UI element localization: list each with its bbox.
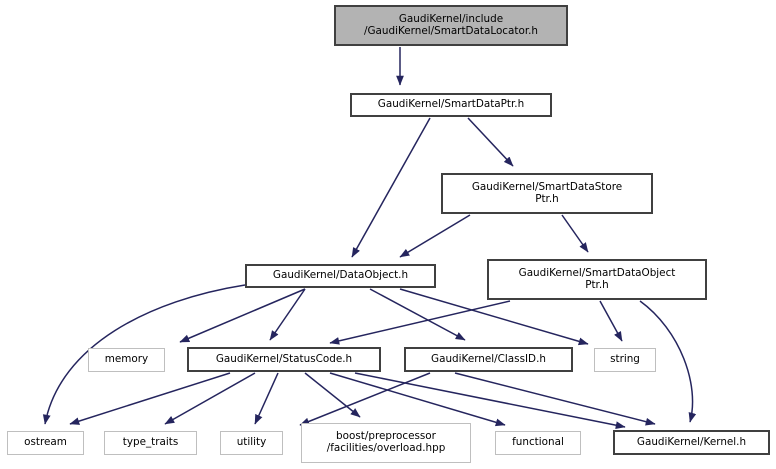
node-statuscode[interactable]: GaudiKernel/StatusCode.h (187, 347, 381, 372)
node-smartdataobjectptr[interactable]: GaudiKernel/SmartDataObject Ptr.h (487, 259, 707, 300)
edge-smartdataobjectptr-to-statuscode (329, 300, 511, 345)
node-label: GaudiKernel/SmartDataPtr.h (377, 98, 525, 111)
edge-dataobject-to-statuscode (269, 288, 306, 341)
edge-dataobject-to-string (399, 288, 589, 346)
node-label: utility (236, 436, 267, 449)
node-smartdataptr[interactable]: GaudiKernel/SmartDataPtr.h (350, 93, 552, 117)
node-label: type_traits (122, 436, 179, 449)
edge-smartdataptr-to-dataobject (351, 117, 431, 258)
edge-statuscode-to-kernel (354, 372, 626, 430)
node-memory[interactable]: memory (88, 348, 165, 372)
edge-statuscode-to-functional (329, 372, 506, 427)
node-label: string (610, 353, 640, 366)
edge-smartdatastoreptr-to-smartdataobjectptr (561, 214, 589, 253)
edge-classid-to-functional (299, 372, 431, 426)
node-label: GaudiKernel/include /GaudiKernel/SmartDa… (363, 12, 539, 37)
node-type_traits[interactable]: type_traits (104, 431, 197, 455)
node-string[interactable]: string (594, 348, 656, 372)
edge-statuscode-to-type_traits (164, 372, 256, 425)
edge-dataobject-to-classid (369, 288, 466, 341)
node-label: boost/preprocessor /facilities/overload.… (326, 430, 446, 454)
node-label: GaudiKernel/ClassID.h (431, 352, 546, 365)
node-label: functional (512, 436, 564, 449)
node-classid[interactable]: GaudiKernel/ClassID.h (404, 347, 573, 372)
edge-statuscode-to-ostream (69, 372, 231, 425)
node-smartdatalocator[interactable]: GaudiKernel/include /GaudiKernel/SmartDa… (334, 5, 568, 46)
node-overload[interactable]: boost/preprocessor /facilities/overload.… (301, 423, 471, 463)
node-utility[interactable]: utility (220, 431, 283, 455)
node-label: GaudiKernel/Kernel.h (636, 435, 747, 448)
edge-statuscode-to-overload (304, 372, 361, 418)
edge-statuscode-to-utility (254, 372, 279, 425)
edge-smartdatastoreptr-to-dataobject (399, 214, 471, 258)
node-label: GaudiKernel/SmartDataStore Ptr.h (471, 180, 623, 205)
node-label: memory (104, 353, 149, 366)
edge-dataobject-to-memory (179, 288, 306, 343)
node-label: ostream (24, 436, 67, 449)
node-label: GaudiKernel/StatusCode.h (215, 352, 353, 365)
node-smartdatastoreptr[interactable]: GaudiKernel/SmartDataStore Ptr.h (441, 173, 653, 214)
edge-dataobject-to-ostream (42, 284, 246, 425)
edge-classid-to-kernel (454, 372, 656, 426)
edge-smartdataobjectptr-to-string (599, 300, 623, 342)
node-label: GaudiKernel/SmartDataObject Ptr.h (518, 266, 676, 291)
node-label: GaudiKernel/DataObject.h (272, 269, 409, 282)
node-dataobject[interactable]: GaudiKernel/DataObject.h (245, 264, 436, 288)
node-kernel[interactable]: GaudiKernel/Kernel.h (613, 430, 770, 455)
edge-smartdataobjectptr-to-kernel (639, 300, 697, 423)
node-ostream[interactable]: ostream (7, 431, 84, 455)
edge-smartdataptr-to-smartdatastoreptr (467, 117, 514, 167)
node-functional[interactable]: functional (495, 431, 581, 455)
